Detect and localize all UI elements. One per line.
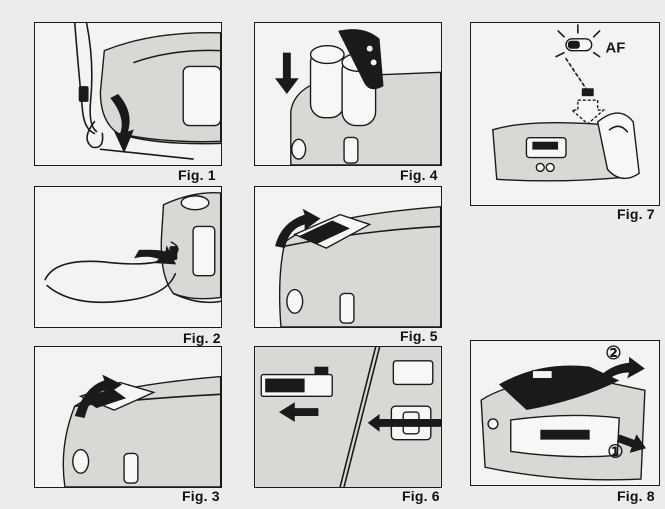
slide-switch-drawing — [255, 347, 441, 487]
step-one-label: ① — [607, 441, 623, 461]
figure-7-illustration: AF — [470, 22, 660, 206]
battery-cover-close-drawing — [275, 206, 441, 327]
figure-3-caption: Fig. 3 — [182, 488, 220, 504]
figure-7-caption: Fig. 7 — [617, 206, 655, 222]
battery-insert-drawing — [275, 29, 441, 165]
figure-8-caption: Fig. 8 — [617, 488, 655, 504]
figure-2-caption: Fig. 2 — [183, 330, 221, 346]
af-mode-select-drawing: AF — [492, 24, 640, 182]
figure-4-illustration — [254, 22, 442, 166]
film-door-open-drawing: ② ① — [480, 343, 647, 481]
figure-3-illustration — [34, 346, 222, 488]
af-label: AF — [606, 41, 626, 57]
step-two-label: ② — [605, 343, 621, 363]
strap-loop-drawing — [44, 191, 221, 304]
figure-1-caption: Fig. 1 — [178, 167, 216, 183]
strap-attach-drawing — [73, 23, 221, 160]
figure-1-illustration — [34, 22, 222, 166]
figure-8-illustration: ② ① — [470, 340, 660, 486]
figure-6-illustration — [254, 346, 442, 488]
figure-5-caption: Fig. 5 — [400, 328, 438, 344]
figure-5-illustration — [254, 186, 442, 328]
battery-cover-open-drawing — [62, 374, 221, 487]
figure-2-illustration — [34, 186, 222, 328]
figure-4-caption: Fig. 4 — [400, 167, 438, 183]
figure-6-caption: Fig. 6 — [402, 488, 440, 504]
